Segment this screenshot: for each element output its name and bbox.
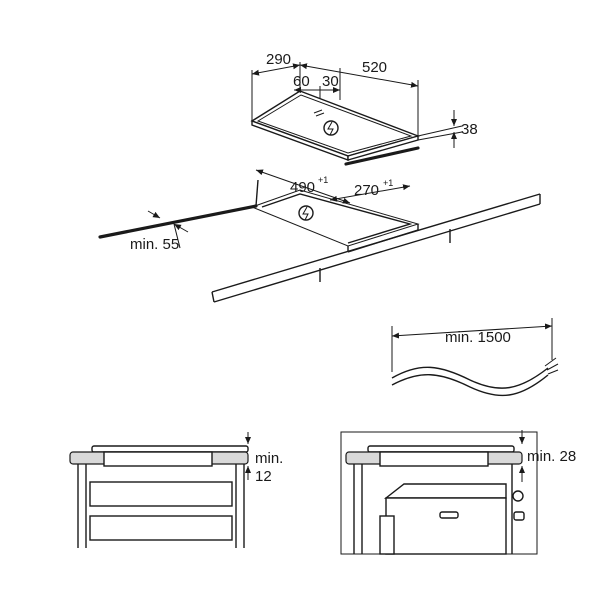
worktop-front-edge	[98, 204, 258, 239]
cutout-length-label: 490	[290, 179, 315, 196]
edge-min-label: min. 55	[130, 236, 179, 253]
hob-offset-a-label: 60	[293, 73, 310, 90]
hob-width-label: 290	[266, 51, 291, 68]
cutout-length-tol: +1	[318, 175, 328, 185]
worktop: 490 +1 270 +1 min. 55	[98, 169, 541, 303]
cutout-width-tol: +1	[383, 178, 393, 188]
worktop-edge-top	[344, 146, 420, 166]
section-oven: min. 28	[340, 430, 576, 555]
power-symbol-icon	[323, 120, 339, 136]
hob-depth-label: 520	[362, 59, 387, 76]
oven-clearance-label: min. 28	[527, 448, 576, 465]
cutout-width-label: 270	[354, 182, 379, 199]
hob-height-label: 38	[461, 121, 478, 138]
section-drawer: min. 12	[69, 432, 283, 548]
cable-diagram: min. 1500	[391, 318, 559, 397]
cutout-power-icon	[298, 205, 314, 221]
hob-top-view: 290 520 60 30 38	[250, 51, 478, 162]
drawer-clearance-label-1: min.	[255, 450, 283, 467]
cable-length-label: min. 1500	[445, 329, 511, 346]
drawer-clearance-label-2: 12	[255, 468, 272, 485]
hob-offset-b-label: 30	[322, 73, 339, 90]
